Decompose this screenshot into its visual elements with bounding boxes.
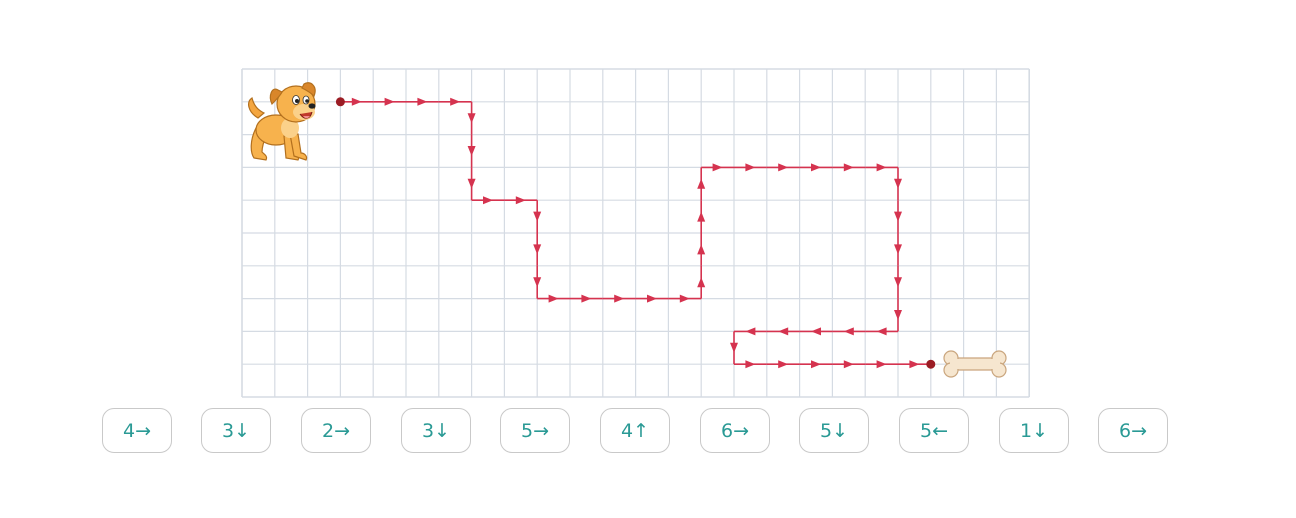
arrow-icon [811,163,821,172]
arrow-icon [515,196,526,205]
command-button[interactable]: 2→ [301,408,371,453]
command-button[interactable]: 6→ [700,408,770,453]
command-button[interactable]: 5← [899,408,969,453]
arrow-icon [876,327,887,336]
command-button[interactable]: 4→ [102,408,172,453]
command-button[interactable]: 3↓ [201,408,271,453]
arrow-icon [876,360,887,369]
arrow-icon [811,360,821,369]
arrow-icon [581,294,592,303]
arrow-icon [450,97,461,106]
command-button[interactable]: 6→ [1098,408,1168,453]
bone-icon [943,350,1007,378]
end-dot [926,359,936,369]
arrow-icon [778,327,789,336]
arrow-icon [894,277,902,288]
arrow-icon [417,97,428,106]
arrow-icon [745,360,756,369]
command-button[interactable]: 5→ [500,408,570,453]
arrow-icon [712,163,723,172]
dog-icon [248,82,316,161]
arrow-icon [843,327,854,336]
command-button[interactable]: 5↓ [799,408,869,453]
arrow-icon [483,196,493,205]
arrow-icon [697,211,706,222]
arrow-icon [467,178,476,189]
command-button[interactable]: 1↓ [999,408,1069,453]
arrow-icon [467,113,476,124]
arrow-icon [909,360,920,369]
arrow-icon [548,294,559,303]
arrow-icon [894,310,902,320]
arrow-icon [730,342,738,353]
arrow-icon [778,360,789,369]
arrow-icon [533,244,542,255]
arrow-icon [351,97,362,106]
arrow-icon [533,211,542,222]
arrow-icon [697,277,706,288]
arrow-icon [533,277,542,288]
arrow-icon [894,178,902,189]
arrow-icon [894,211,902,222]
route-path [335,97,936,369]
command-button[interactable]: 4↑ [600,408,670,453]
arrow-icon [811,327,821,336]
arrow-icon [384,97,395,106]
arrow-icon [697,244,706,255]
arrow-icon [894,244,902,255]
arrow-icon [467,146,476,156]
arrow-icon [778,163,789,172]
arrow-icon [614,294,625,303]
arrow-icon [745,327,756,336]
command-button[interactable]: 3↓ [401,408,471,453]
arrow-icon [679,294,690,303]
arrow-icon [843,163,854,172]
grid-lines [241,68,1030,398]
arrow-icon [697,178,706,189]
arrow-icon [843,360,854,369]
arrow-icon [876,163,887,172]
arrow-icon [647,294,657,303]
start-dot [335,97,345,107]
arrow-icon [745,163,756,172]
